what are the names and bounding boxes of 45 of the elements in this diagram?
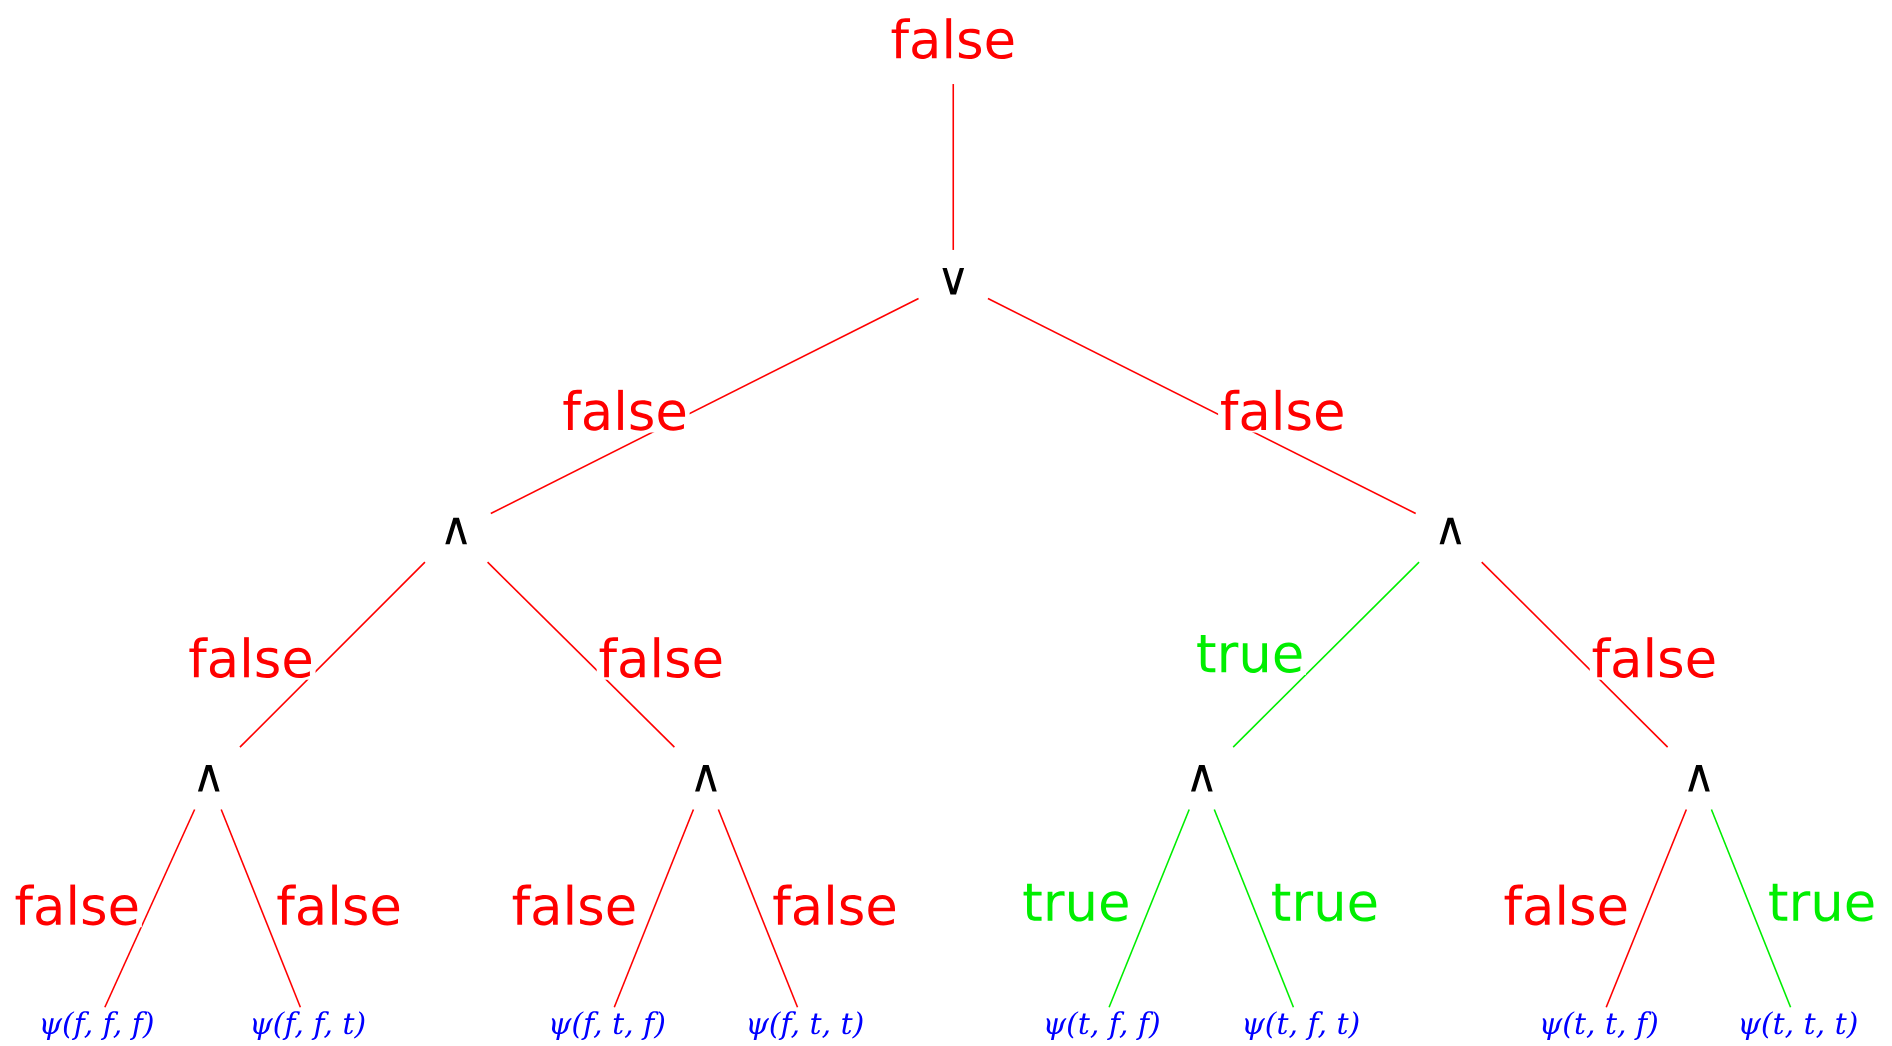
- logic-gate: ∧: [1439, 517, 1462, 545]
- edge-label: false: [596, 635, 726, 680]
- logic-gate: ∧: [1688, 764, 1710, 792]
- edge-label: false: [12, 882, 142, 928]
- edge-label: false: [770, 882, 900, 928]
- edge-label: false: [1589, 635, 1719, 680]
- edge-label: true: [1268, 881, 1381, 924]
- leaf-formula: ψ(t, f, t): [1245, 1011, 1359, 1041]
- logic-gate: ∧: [695, 764, 717, 792]
- edge-label: true: [1766, 881, 1878, 924]
- tree-branch: [1213, 808, 1295, 1008]
- edge-label: false: [1501, 882, 1631, 928]
- edge-label: true: [1194, 633, 1307, 675]
- tree-branch: [1710, 808, 1792, 1008]
- edge-label: true: [1020, 881, 1133, 924]
- tree-branch: [486, 561, 676, 748]
- logic-gate: ∧: [197, 764, 220, 792]
- edge-label: false: [186, 635, 316, 680]
- tree-branch: [952, 83, 955, 251]
- leaf-formula: ψ(f, t, f): [551, 1011, 665, 1041]
- tree-branch: [490, 297, 920, 515]
- tree-branch: [1108, 808, 1190, 1008]
- leaf-formula: ψ(t, t, f): [1542, 1011, 1657, 1041]
- edge-label: false: [509, 882, 639, 928]
- leaf-formula: ψ(f, f, f): [42, 1011, 153, 1041]
- logic-gate: ∧: [1191, 764, 1213, 792]
- tree-branch: [613, 808, 695, 1008]
- tree-branch: [220, 808, 302, 1008]
- tree-branch: [1480, 561, 1669, 748]
- tree-branch: [239, 561, 426, 748]
- tree-branch: [1605, 808, 1688, 1008]
- edge-label: false: [1218, 388, 1348, 433]
- tree-branch: [1232, 561, 1420, 748]
- logic-gate: ∧: [445, 517, 467, 545]
- edge-label: false: [274, 882, 404, 928]
- tree-branch: [717, 808, 799, 1008]
- leaf-formula: ψ(f, f, t): [253, 1011, 365, 1041]
- leaf-formula: ψ(t, t, t): [1741, 1011, 1857, 1041]
- logic-gate: ∨: [942, 267, 965, 295]
- leaf-formula: ψ(f, t, t): [749, 1011, 863, 1041]
- leaf-formula: ψ(t, f, f): [1046, 1011, 1159, 1041]
- tree-branch: [987, 297, 1417, 515]
- value-label: false: [891, 18, 1014, 59]
- edge-label: false: [560, 388, 690, 433]
- tree-branch: [104, 808, 196, 1008]
